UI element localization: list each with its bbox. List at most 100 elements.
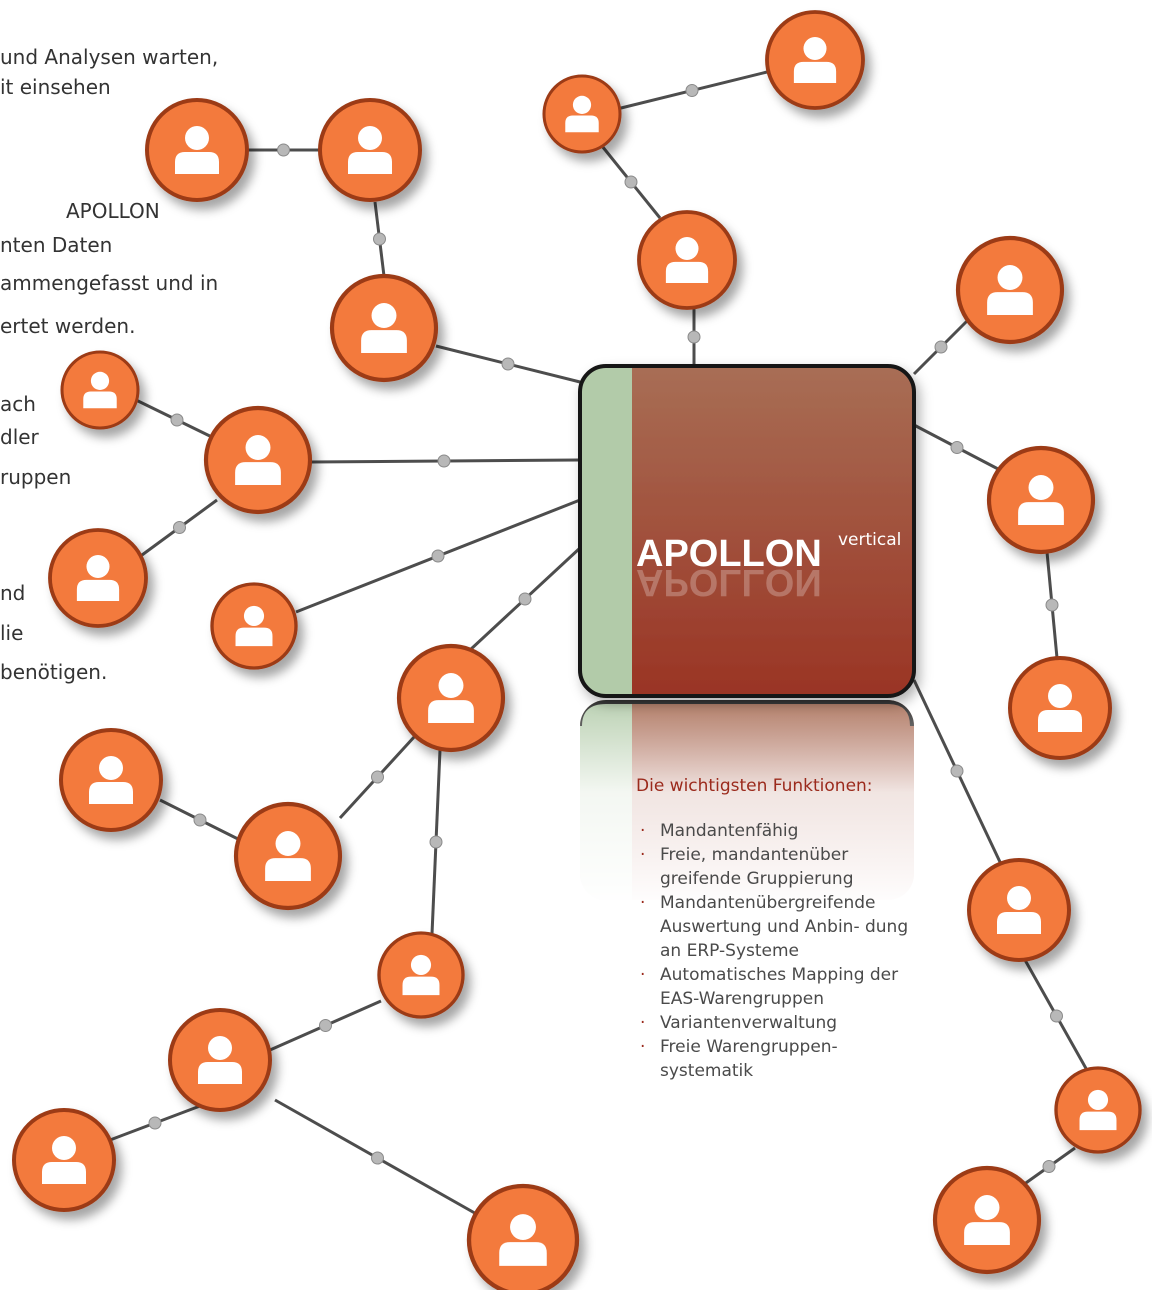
user-icon [964,1195,1010,1245]
user-icon [1038,684,1082,732]
user-icon-body [361,330,407,353]
connector-dot [371,770,384,784]
user-icon-body [198,1062,242,1084]
user-icon [235,435,281,485]
user-node [637,210,737,310]
user-nodes [12,10,1142,1290]
user-icon-head [208,1036,232,1060]
user-icon [42,1136,86,1184]
user-icon [402,954,440,996]
user-icon-body [1079,1111,1117,1131]
apollon-box-body [580,366,914,696]
user-node [377,931,465,1019]
bg-text-line: und Analysen warten, [0,45,219,69]
user-icon [987,265,1033,315]
bg-text-line: ertet werden. [0,314,136,338]
connector-dot [373,232,386,246]
connector-dot [173,521,186,534]
connector-dot [950,764,964,778]
user-icon-body [175,152,219,174]
user-icon-head [675,236,699,260]
user-icon [265,831,311,881]
user-icon-body [348,152,392,174]
user-icon-body [76,579,120,602]
user-node [12,1108,116,1212]
connector-dot [429,835,443,849]
user-icon-body [89,782,133,804]
user-icon-body [1038,710,1082,732]
user-icon [1079,1089,1117,1131]
connector-dot [319,1019,332,1032]
user-icon-head [974,1195,1000,1220]
bg-text-line: nten Daten [0,233,113,257]
user-icon-head [1007,886,1031,910]
user-icon-head [99,756,123,780]
user-icon [83,371,117,409]
user-node-circle [542,74,622,154]
function-item: Freie Warengruppen- systematik [640,1035,910,1083]
connector-dot [277,143,290,157]
connector-dot [518,592,532,606]
user-icon-head [86,554,110,578]
user-node [765,10,865,110]
user-icon-head [90,371,110,390]
apollon-box: APOLLON APOLLON vertical [578,364,916,698]
user-icon-head [185,126,209,150]
bg-text-line: lie [0,621,24,645]
bg-text-line: ammengefasst und in [0,271,219,295]
user-node-circle [60,350,140,430]
user-icon-head [510,1214,536,1240]
user-icon-head [358,126,382,150]
connector-dot [685,84,699,97]
user-node [1008,656,1112,760]
user-icon [76,554,120,602]
user-icon-head [410,954,432,975]
apollon-title: APOLLON [636,533,822,575]
user-icon-head [997,265,1023,290]
user-node-circle [986,445,1096,555]
bg-text-line: it einsehen [0,75,111,99]
connector-dot [148,1116,162,1130]
user-icon-body [265,858,311,881]
user-node [233,801,343,911]
user-node [59,728,163,832]
user-icon-body [665,261,709,284]
connector-dot [193,813,207,827]
user-node [145,98,249,202]
function-item: Variantenverwaltung [640,1011,910,1035]
connector-dot [431,549,445,563]
connector-dot [687,330,701,344]
user-icon-body [235,627,273,647]
user-icon [348,126,392,174]
user-node [396,643,506,753]
function-item: Mandantenübergreifende Auswertung und An… [640,891,910,963]
user-icon [235,605,273,647]
connector-dot [1050,1009,1063,1023]
user-icon-head [371,303,397,328]
user-icon-head [1028,475,1054,500]
user-node-circle [203,405,313,515]
user-icon [1018,475,1064,525]
user-icon [499,1214,547,1266]
user-icon [361,303,407,353]
connector-dot [950,441,964,454]
user-node [932,1165,1042,1275]
user-icon-head [275,831,301,856]
user-node [1054,1066,1142,1154]
user-node [329,273,439,383]
bg-text-line: nd [0,581,26,605]
connector-dot [371,1151,384,1165]
connector-dot [1045,598,1059,612]
functions-list: Mandantenfähig Freie, mandantenüber grei… [640,819,910,1083]
user-icon-body [499,1242,547,1266]
bg-text-line: ruppen [0,465,72,489]
user-node [967,858,1071,962]
bg-text-line: ach [0,392,36,416]
user-icon-body [1018,502,1064,525]
user-icon-body [42,1162,86,1184]
user-icon-body [987,292,1033,315]
user-icon [175,126,219,174]
connections [109,70,1090,1218]
user-node [210,582,298,670]
